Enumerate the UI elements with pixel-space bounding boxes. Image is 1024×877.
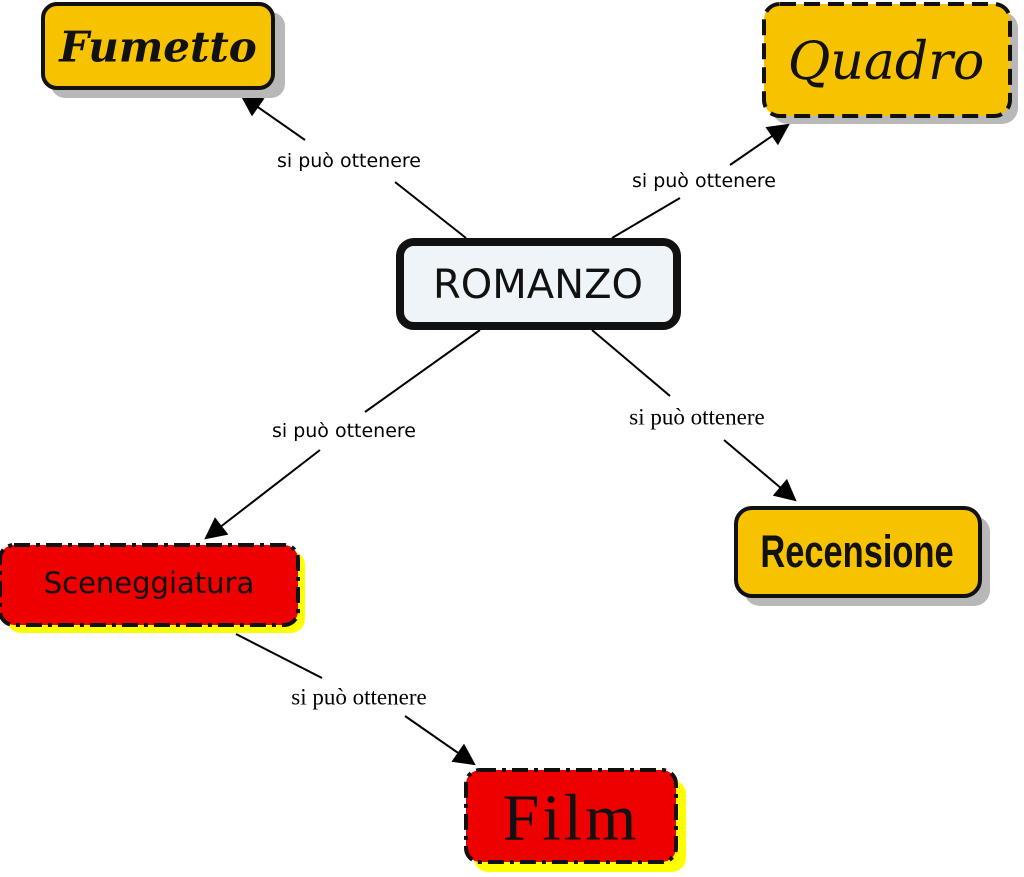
node-romanzo[interactable]: ROMANZO [396, 238, 681, 330]
link-label-fumetto: si può ottenere [277, 150, 421, 172]
node-fumetto-label: Fumetto [58, 23, 257, 72]
connectors [204, 94, 797, 766]
node-fumetto[interactable]: Fumetto [41, 2, 285, 98]
node-quadro[interactable]: Quadro [762, 2, 1018, 124]
connector-fumetto-upper [240, 94, 306, 141]
node-sceneggiatura-box [0, 543, 300, 627]
link-label-sceneggiatura: si può ottenere [272, 420, 416, 442]
connector-film-upper [235, 633, 323, 679]
link-label-recensione: si può ottenere [629, 405, 764, 430]
node-fumetto-box [41, 2, 275, 90]
node-romanzo-label: ROMANZO [433, 262, 643, 308]
node-recensione-label: Recensione [760, 527, 953, 578]
node-quadro-box [762, 2, 1012, 118]
connector-film-lower [404, 715, 476, 766]
node-recensione[interactable]: Recensione [734, 506, 990, 606]
connector-recensione-lower [723, 439, 797, 502]
connector-sceneggiatura-upper [364, 329, 481, 413]
link-label-quadro: si può ottenere [632, 170, 776, 192]
connector-quadro-lower [611, 197, 681, 239]
node-recensione-box [734, 506, 982, 598]
node-sceneggiatura-label: Sceneggiatura [44, 566, 255, 600]
node-film[interactable]: Film [464, 768, 686, 872]
node-sceneggiatura[interactable]: Sceneggiatura [0, 543, 305, 633]
connector-quadro-upper [729, 123, 790, 166]
node-romanzo-box [396, 238, 681, 330]
connector-fumetto-lower [394, 181, 467, 239]
link-label-film: si può ottenere [291, 685, 426, 710]
node-film-box [464, 768, 678, 864]
connector-recensione-upper [591, 329, 671, 397]
connector-sceneggiatura-lower [204, 449, 321, 540]
link-labels: si può ottenere si può ottenere si può o… [272, 150, 776, 710]
node-quadro-label: Quadro [788, 32, 985, 92]
node-film-label: Film [503, 782, 640, 855]
